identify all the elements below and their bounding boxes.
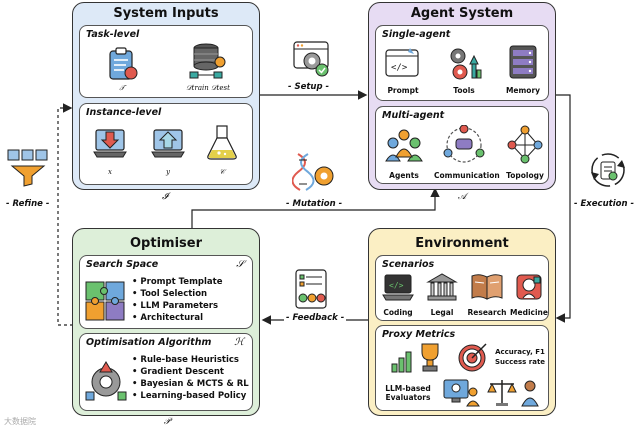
- search-space-item: Tool Selection: [132, 288, 222, 300]
- trophy-chart-icon: [390, 340, 446, 374]
- refine-label: - Refine -: [4, 199, 52, 209]
- search-space-symbol: 𝒮: [236, 259, 244, 270]
- search-space-title: Search Space: [86, 259, 159, 270]
- agents-label: Agents: [389, 171, 419, 180]
- optimisation-algorithm-symbol: ℋ: [234, 337, 244, 348]
- coding-laptop-icon: </>: [382, 272, 414, 302]
- tools-label: Tools: [453, 86, 475, 95]
- legal-label: Legal: [430, 308, 454, 317]
- optimisation-algorithm-box: Optimisation Algorithm ℋ Rule-base Heuri…: [79, 333, 253, 411]
- task-clipboard-icon: [104, 46, 140, 82]
- context-c-symbol: 𝒞: [219, 168, 225, 176]
- execution-arrow: [555, 94, 571, 323]
- mutation-dna-gear-icon: [291, 152, 336, 192]
- tools-gear-icon: [444, 44, 484, 82]
- algorithm-item: Bayesian & MCTS & RL: [132, 378, 248, 390]
- input-laptop-down-icon: [92, 126, 128, 162]
- execution-label: - Execution -: [572, 199, 636, 209]
- setup-browser-gear-icon: [292, 40, 332, 78]
- legal-courthouse-icon: [426, 272, 458, 302]
- feedback-label: - Feedback -: [284, 313, 347, 323]
- multi-agent-box: Multi-agent Agents Communication: [375, 106, 549, 184]
- prompt-label: Prompt: [387, 86, 419, 95]
- agent-system-panel: Agent System Single-agent </> Prompt To: [368, 2, 556, 190]
- multi-agent-title: Multi-agent: [382, 110, 445, 121]
- system-inputs-title: System Inputs: [113, 6, 219, 21]
- evaluators-label: Evaluators: [385, 393, 431, 402]
- optimisation-algorithm-list: Rule-base Heuristics Gradient Descent Ba…: [132, 354, 249, 402]
- proxy-metrics-title: Proxy Metrics: [382, 329, 456, 340]
- agent-system-title: Agent System: [410, 6, 514, 21]
- single-agent-title: Single-agent: [382, 29, 451, 40]
- accuracy-f1-label: Accuracy, F1: [495, 348, 545, 356]
- scenarios-box: Scenarios </> Coding Legal: [375, 255, 549, 321]
- instance-level-box: Instance-level x y: [79, 103, 253, 185]
- search-space-box: Search Space 𝒮 Prompt Template Tool Sele…: [79, 255, 253, 329]
- environment-title: Environment: [415, 236, 509, 251]
- optimisation-algorithm-title: Optimisation Algorithm: [86, 337, 212, 348]
- setup-label: - Setup -: [286, 82, 332, 92]
- context-flask-icon: [204, 124, 240, 162]
- environment-panel: Environment Scenarios </> Coding Legal: [368, 228, 556, 416]
- task-symbol: 𝒯: [119, 84, 125, 92]
- refine-funnel-icon: [6, 148, 50, 188]
- agent-system-symbol: 𝒜: [457, 192, 467, 202]
- topology-label: Topology: [506, 171, 544, 180]
- system-inputs-panel: System Inputs Task-level 𝒯: [72, 2, 260, 190]
- mutation-arrow: [191, 187, 440, 228]
- puzzle-icon: [84, 280, 128, 322]
- optimiser-panel: Optimiser Search Space 𝒮 Prompt Template…: [72, 228, 260, 416]
- task-level-box: Task-level 𝒯: [79, 25, 253, 98]
- optimiser-symbol: 𝒫: [163, 417, 171, 427]
- research-book-icon: [470, 272, 504, 302]
- success-rate-label: Success rate: [494, 358, 546, 366]
- refine-arrow: [57, 103, 73, 326]
- svg-text:</>: </>: [391, 63, 408, 73]
- algorithm-item: Gradient Descent: [132, 366, 249, 378]
- mutation-label: - Mutation -: [284, 199, 345, 209]
- algorithm-item: Learning-based Policy: [132, 390, 249, 402]
- medicine-label: Medicine: [510, 308, 548, 317]
- prompt-window-icon: </>: [384, 46, 422, 80]
- agents-group-icon: [384, 127, 424, 165]
- evaluator-monitor-icon: [440, 378, 480, 408]
- watermark: 大数据院: [4, 417, 36, 426]
- feedback-survey-icon: [292, 268, 332, 310]
- scales-judge-icon: [486, 376, 542, 408]
- search-space-list: Prompt Template Tool Selection LLM Param…: [132, 276, 222, 324]
- search-space-item: Architectural: [132, 312, 222, 324]
- medicine-icon: [514, 272, 544, 302]
- rocket-gear-icon: [84, 358, 128, 402]
- optimiser-title: Optimiser: [130, 236, 202, 251]
- execution-cycle-icon: [588, 150, 628, 190]
- output-y-symbol: y: [166, 168, 170, 176]
- proxy-metrics-box: Proxy Metrics Accuracy, F1 Success rate …: [375, 325, 549, 411]
- algorithm-item: Rule-base Heuristics: [132, 354, 249, 366]
- output-laptop-up-icon: [150, 126, 186, 162]
- search-space-item: Prompt Template: [132, 276, 222, 288]
- topology-graph-icon: [506, 125, 544, 165]
- single-agent-box: Single-agent </> Prompt Tools: [375, 25, 549, 101]
- memory-server-icon: [506, 44, 540, 82]
- communication-icon: [442, 124, 486, 165]
- target-icon: [456, 342, 488, 374]
- search-space-item: LLM Parameters: [132, 300, 222, 312]
- research-label: Research: [467, 308, 507, 317]
- input-x-symbol: x: [108, 168, 112, 176]
- system-inputs-symbol: 𝓘: [161, 192, 169, 202]
- scenarios-title: Scenarios: [382, 259, 435, 270]
- instance-level-title: Instance-level: [86, 107, 162, 118]
- coding-label: Coding: [383, 308, 413, 317]
- dataset-database-icon: [188, 42, 228, 80]
- svg-text:</>: </>: [389, 281, 404, 290]
- llm-based-label: LLM-based: [385, 384, 431, 393]
- dataset-split-symbols: 𝒟train 𝒟test: [186, 84, 230, 92]
- communication-label: Communication: [434, 171, 500, 180]
- memory-label: Memory: [505, 86, 541, 95]
- task-level-title: Task-level: [86, 29, 140, 40]
